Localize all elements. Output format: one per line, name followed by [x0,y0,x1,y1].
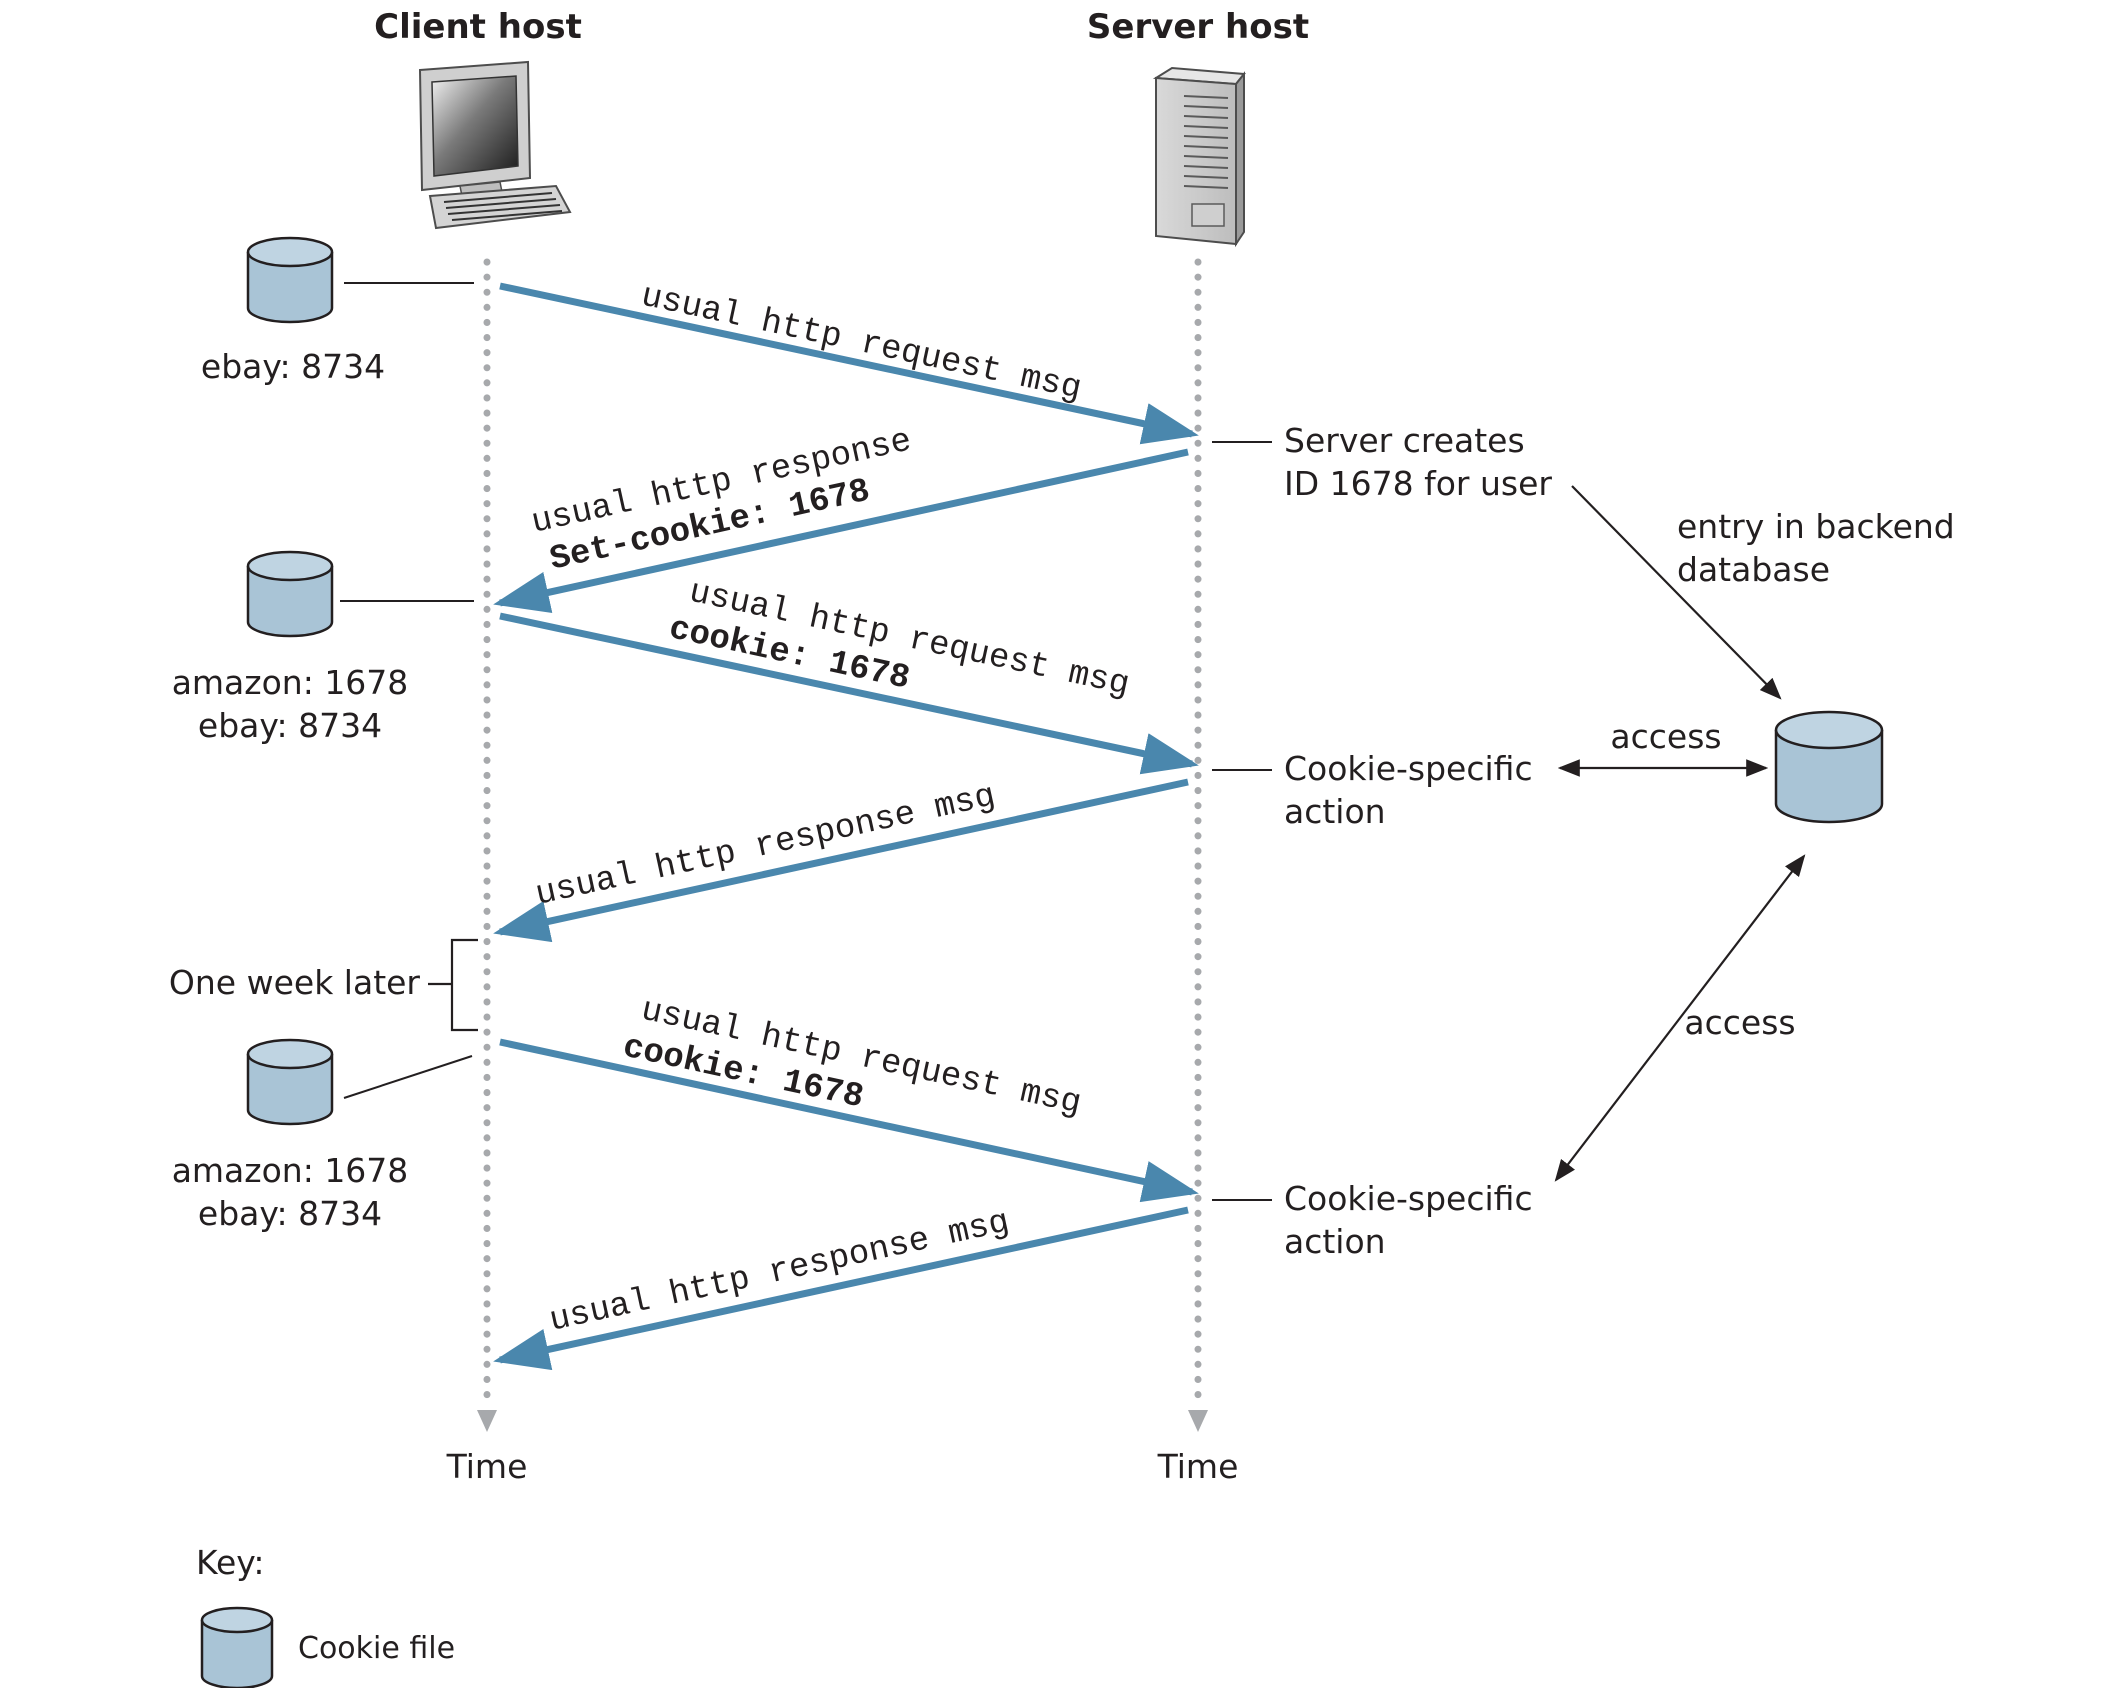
message-text: usual http request msg [638,278,1085,409]
message-text: usual http response msg [532,778,999,915]
access-label: access [1684,1003,1795,1042]
cookie-file-icon [246,550,334,638]
cookie-file-icon [246,1038,334,1126]
message-label-1: usual http request msg [638,278,1085,409]
server-timeline-arrowhead [1188,1410,1208,1432]
key-cookie-file-label: Cookie file [298,1631,455,1666]
cookie-file-icon [246,236,334,324]
one-week-later-text: One week later [169,963,421,1002]
backend-entry-text: database [1677,550,1830,589]
message-arrow-4 [493,778,1189,943]
cookie-entry: ebay: 8734 [198,706,382,745]
backend-entry-text: entry in backend [1677,507,1955,546]
entry-arrow [1571,485,1782,700]
message-arrow-5 [499,1038,1199,1203]
message-arrow-6 [493,1206,1189,1371]
server-time-label: Time [1157,1447,1239,1486]
cookie-entry: amazon: 1678 [172,1151,409,1190]
message-arrow-2 [493,448,1189,614]
cookie-action-text: Cookie-specific [1284,1179,1533,1218]
message-arrow-3 [499,612,1199,775]
backend-database-icon [1774,710,1884,824]
one-week-later-bracket [428,938,478,1032]
server-creates-text: ID 1678 for user [1284,464,1552,503]
client-host-title: Client host [374,7,582,47]
message-arrow-1 [499,282,1199,445]
message-label-6: usual http response msg [546,1204,1013,1341]
message-label-3: usual http request msg cookie: 1678 [666,574,1133,705]
cookie-file-2: amazon: 1678 ebay: 8734 [172,550,474,745]
cookie-action-text: action [1284,792,1386,831]
access-arrow [1554,854,1806,1182]
server-creates-text: Server creates [1284,421,1525,460]
cookie-action-text: action [1284,1222,1386,1261]
cookie-entry: amazon: 1678 [172,663,409,702]
cookie-file-connector [343,1055,473,1099]
message-label-4: usual http response msg [532,778,999,915]
client-timeline-arrowhead [477,1410,497,1432]
cookie-action-text: Cookie-specific [1284,749,1533,788]
client-computer-icon [418,60,572,230]
server-tower-icon [1152,66,1246,248]
cookie-file-1: ebay: 8734 [201,236,474,386]
key-cookie-file-icon [200,1606,274,1688]
message-label-5: usual http request msg cookie: 1678 [619,992,1084,1124]
message-text: usual http response msg [546,1204,1013,1341]
cookie-file-3: amazon: 1678 ebay: 8734 [172,1038,473,1233]
client-time-label: Time [446,1447,528,1486]
cookie-entry: ebay: 8734 [201,347,385,386]
key-title: Key: [196,1543,265,1582]
access-label: access [1610,717,1721,756]
cookie-entry: ebay: 8734 [198,1194,382,1233]
server-host-title: Server host [1087,7,1309,47]
message-label-2: usual http response Set-cookie: 1678 [528,422,915,579]
